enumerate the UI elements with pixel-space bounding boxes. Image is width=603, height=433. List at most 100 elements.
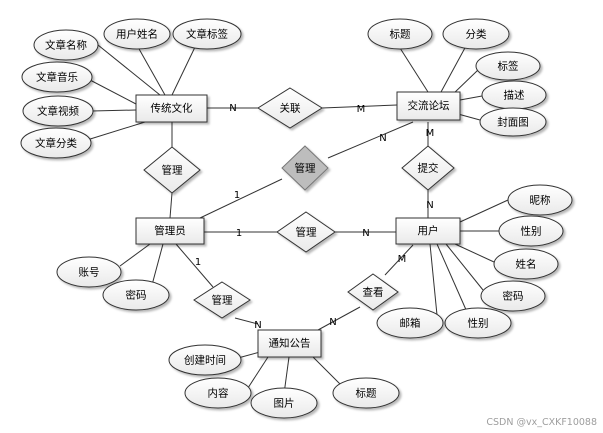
attr-forum-description[interactable]: 描述 [481,80,547,110]
card-admin-forum: 1 [234,190,240,201]
line-manage-forum [327,121,414,159]
attr-forum-category[interactable]: 分类 [442,18,510,50]
line-forum-attr-tag [451,69,479,96]
line-culture-attr-name [97,44,161,96]
line-manage-notice [234,317,259,325]
svg-text:性别: 性别 [468,317,489,330]
line-notice-attr-title [312,356,341,385]
svg-text:姓名: 姓名 [516,258,537,271]
relationship-related-label: 关联 [280,102,301,115]
relationship-manage-notice-label: 管理 [212,294,233,307]
line-admin-attr-password [151,243,164,286]
entity-user[interactable]: 用户 [395,217,461,245]
attr-culture-article-video[interactable]: 文章视频 [22,95,94,127]
line-culture-attr-category [86,121,146,141]
relationship-submit-label: 提交 [418,162,439,175]
attr-user-email[interactable]: 邮箱 [376,307,444,339]
attr-forum-title[interactable]: 标题 [367,18,433,50]
svg-text:图片: 图片 [274,397,295,410]
relationship-submit[interactable]: 提交 [401,145,455,191]
svg-text:内容: 内容 [208,387,229,400]
attr-notice-content[interactable]: 内容 [184,377,252,409]
line-user-attr-gender2 [436,243,468,313]
line-culture-attr-video [91,109,137,112]
attr-forum-cover-image[interactable]: 封面图 [479,107,547,137]
relationship-manage-culture[interactable]: 管理 [143,146,201,194]
attr-forum-tag[interactable]: 标签 [475,51,541,81]
svg-text:封面图: 封面图 [497,116,529,129]
attr-culture-article-category[interactable]: 文章分类 [20,127,92,159]
attr-culture-article-music[interactable]: 文章音乐 [21,61,93,93]
relationship-view[interactable]: 查看 [347,273,399,311]
attr-admin-account[interactable]: 账号 [56,256,122,288]
entity-forum[interactable]: 交流论坛 [396,91,461,121]
line-admin-manage-forum [199,178,283,219]
svg-text:文章视频: 文章视频 [37,105,79,118]
relationship-manage-culture-label: 管理 [162,164,183,177]
card-culture-related: N [229,103,236,114]
attr-culture-user-name[interactable]: 用户姓名 [103,18,171,50]
attr-user-name[interactable]: 姓名 [493,248,559,280]
attr-notice-created-time[interactable]: 创建时间 [168,344,242,376]
relationship-manage-user[interactable]: 管理 [276,211,336,253]
line-related-forum [321,104,398,109]
line-user-attr-nickname [459,199,509,223]
svg-text:文章分类: 文章分类 [35,137,77,150]
attr-notice-image[interactable]: 图片 [250,387,318,419]
line-forum-attr-category [440,45,467,93]
attr-notice-title[interactable]: 标题 [332,377,400,409]
svg-text:用户姓名: 用户姓名 [116,28,158,41]
line-user-attr-email [429,243,438,316]
relationship-related[interactable]: 关联 [257,87,323,129]
line-user-view [384,244,414,276]
entity-notice[interactable]: 通知公告 [257,329,322,358]
line-view-notice [317,306,361,331]
relationship-manage-notice[interactable]: 管理 [193,281,251,319]
relationship-manage-forum-label: 管理 [295,162,316,175]
card-admin-notice: 1 [195,257,201,268]
svg-text:密码: 密码 [503,290,524,303]
card-notice-user: N [329,317,336,328]
svg-text:分类: 分类 [466,28,487,41]
attr-user-gender-2[interactable]: 性别 [444,307,512,339]
relationship-manage-forum[interactable]: 管理 [281,145,329,191]
entity-admin[interactable]: 管理员 [135,217,205,245]
attributes-notice: 创建时间 内容 图片 标题 [168,344,400,419]
entity-forum-label: 交流论坛 [408,99,450,112]
entity-admin-label: 管理员 [154,224,186,237]
attr-user-nickname[interactable]: 昵称 [507,184,573,216]
svg-text:账号: 账号 [79,267,100,279]
line-admin-attr-account [119,243,151,267]
attr-culture-article-tag[interactable]: 文章标签 [172,18,242,50]
line-culture-attr-tag [171,44,197,96]
attr-user-gender-1[interactable]: 性别 [498,215,564,247]
line-manage-admin [169,192,173,219]
svg-text:邮箱: 邮箱 [400,317,421,330]
attr-culture-article-name[interactable]: 文章名称 [33,29,99,61]
line-notice-attr-created [237,351,261,359]
card-admin-user: 1 [236,228,242,239]
card-forum-admin: N [379,133,386,144]
entity-notice-label: 通知公告 [269,337,311,350]
relationship-manage-user-label: 管理 [296,226,317,239]
entity-culture-label: 传统文化 [151,102,193,115]
card-notice-admin: N [254,320,261,331]
attr-user-password[interactable]: 密码 [480,280,546,312]
attributes-culture: 文章名称 用户姓名 文章标签 文章音乐 文章视频 文章分类 [20,18,242,159]
entity-user-label: 用户 [418,224,439,237]
cardinality-labels: N M N 1 M N 1 N 1 N N M [195,103,435,331]
line-forum-attr-desc [459,95,483,101]
attr-admin-password[interactable]: 密码 [102,279,170,311]
svg-text:标题: 标题 [390,29,411,41]
line-forum-attr-cover [457,113,481,121]
attributes-admin: 账号 密码 [56,256,170,311]
svg-text:昵称: 昵称 [530,194,551,207]
svg-text:密码: 密码 [126,289,147,302]
line-admin-manage-notice [175,243,214,288]
svg-text:性别: 性别 [521,225,542,238]
line-user-attr-name [454,243,495,263]
connector-lines [86,39,509,395]
entity-culture[interactable]: 传统文化 [135,94,208,123]
attributes-user: 昵称 性别 姓名 密码 性别 邮箱 [376,184,573,339]
